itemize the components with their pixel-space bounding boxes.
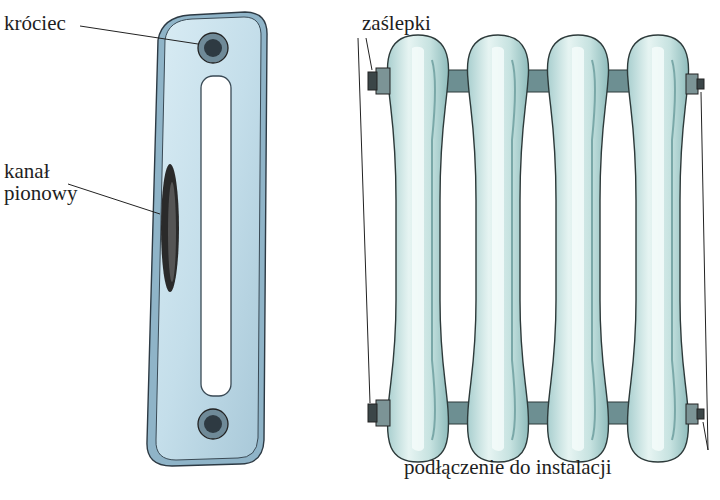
end-plug [368, 68, 390, 426]
radiator [368, 35, 704, 462]
part-label: kanał pionowy [4, 160, 82, 204]
leader-lines [68, 26, 708, 450]
radiator-section [147, 12, 267, 466]
part-label: podłączenie do instalacji [404, 456, 704, 478]
part-label: zaślepki [362, 12, 472, 34]
part-label: króciec [4, 12, 94, 34]
